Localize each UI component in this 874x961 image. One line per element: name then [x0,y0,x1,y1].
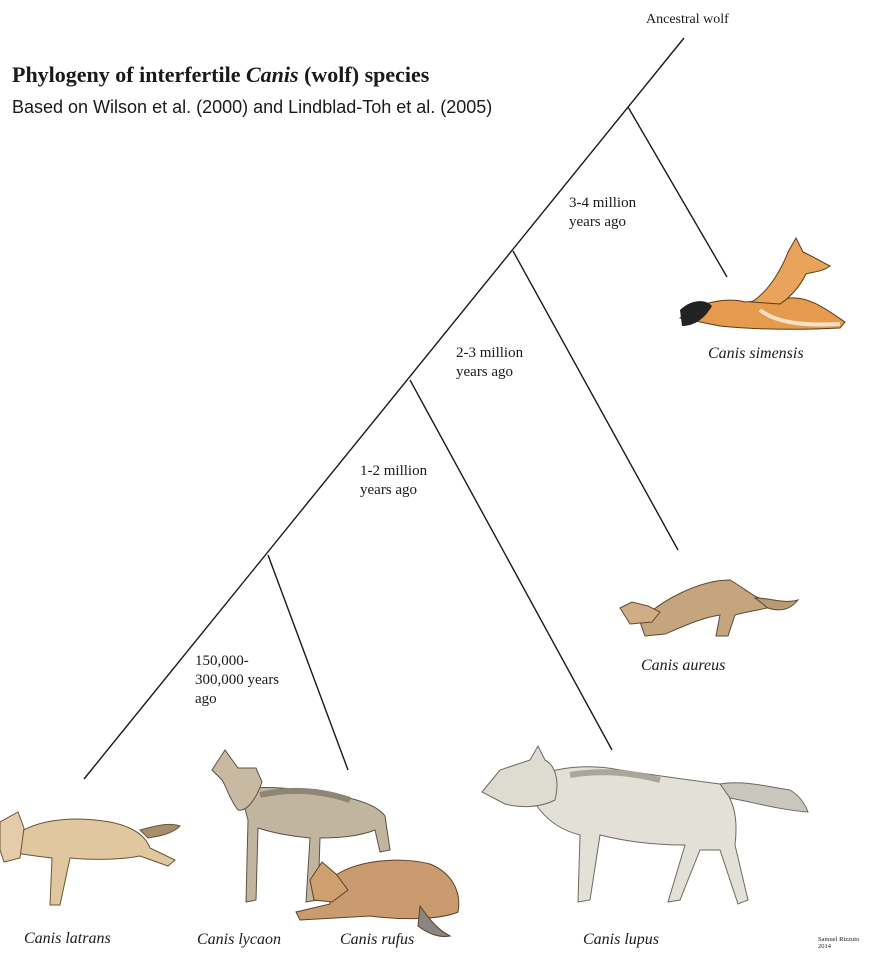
artist-credit: Samuel Rizzuto 2014 [818,936,859,950]
species-label-lupus: Canis lupus [583,931,659,949]
canis-lupus-illustration [482,746,808,904]
divergence-time-1: 3-4 million years ago [569,194,636,232]
divergence-time-2: 2-3 million years ago [456,344,523,382]
canis-rufus-illustration [296,860,459,936]
canis-simensis-illustration [680,238,845,329]
canis-latrans-illustration [0,812,180,905]
canis-aureus-illustration [620,580,798,636]
species-label-latrans: Canis latrans [24,930,111,948]
species-label-lycaon: Canis lycaon [197,931,281,949]
species-label-rufus: Canis rufus [340,931,414,949]
divergence-time-4: 150,000- 300,000 years ago [195,652,279,709]
species-label-simensis: Canis simensis [708,345,804,363]
divergence-time-3: 1-2 million years ago [360,462,427,500]
species-label-aureus: Canis aureus [641,657,725,675]
root-label: Ancestral wolf [646,12,729,28]
